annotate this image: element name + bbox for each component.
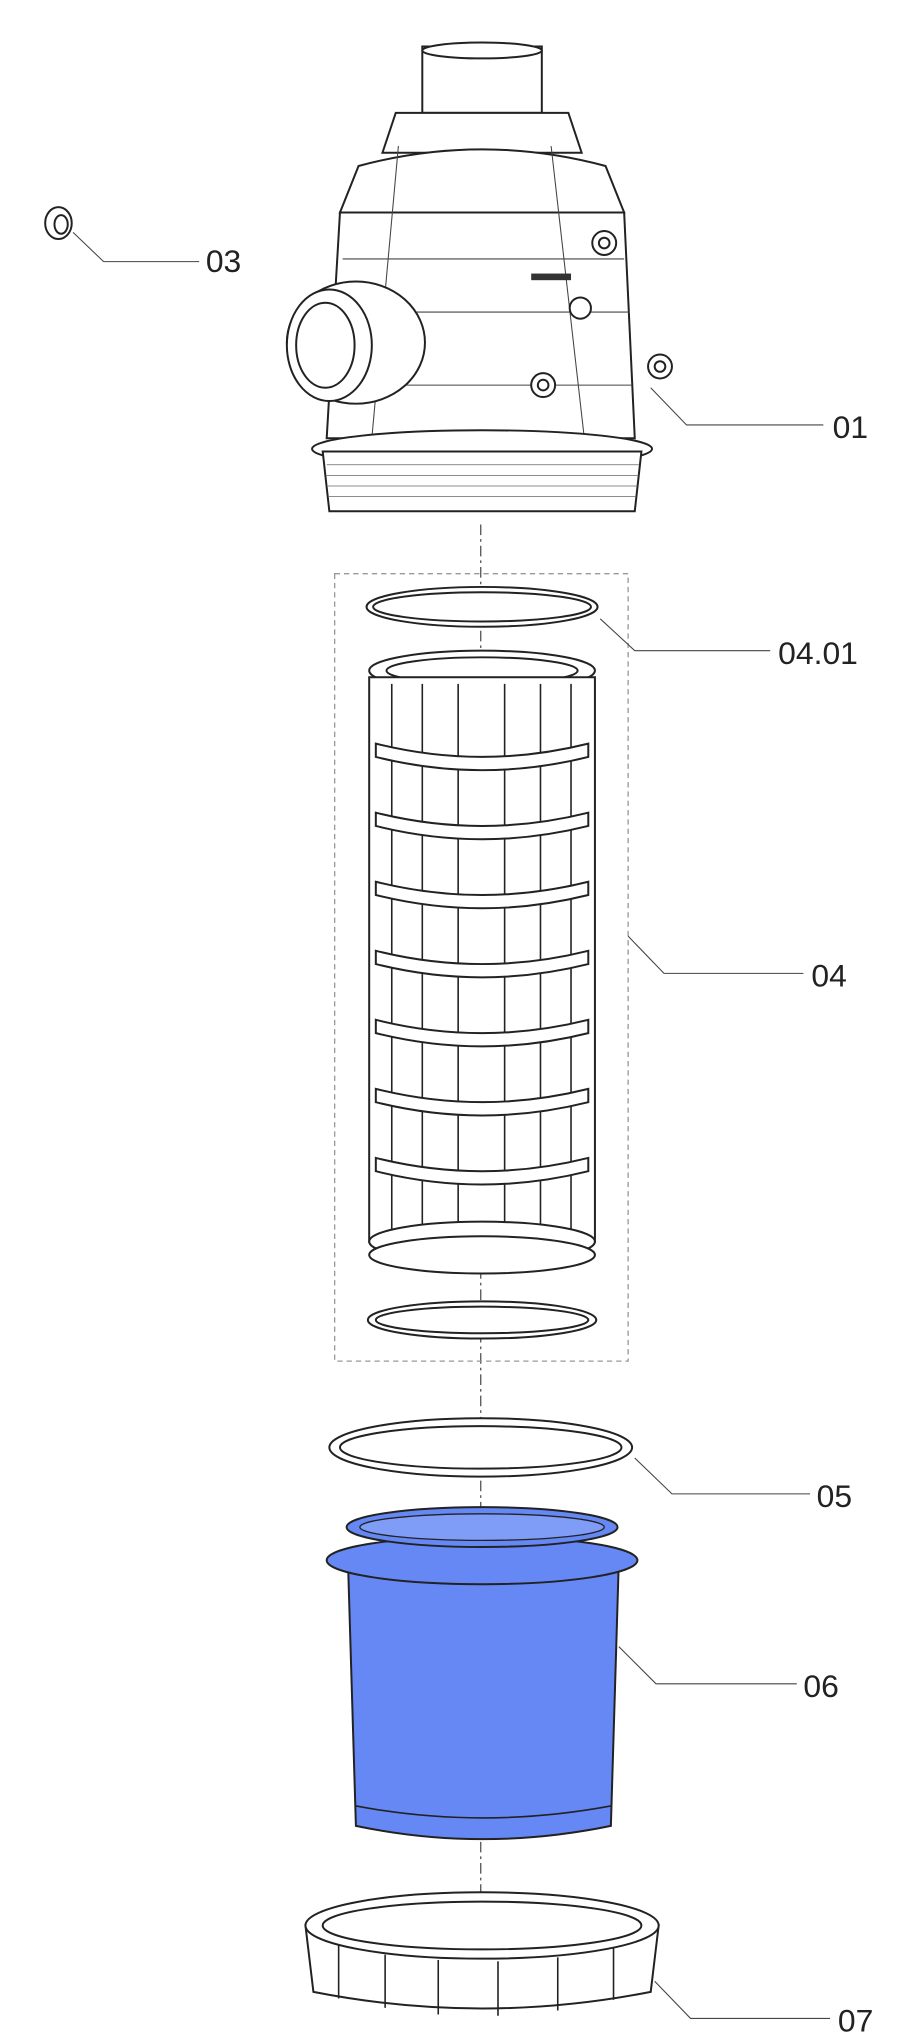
label-04: 04 (811, 958, 846, 994)
part-03-washer (44, 206, 73, 241)
callout-06: 06 (618, 1646, 839, 1704)
label-06: 06 (803, 1668, 838, 1704)
part-01-housing (285, 41, 673, 513)
label-04-01: 04.01 (778, 635, 858, 671)
callout-04: 04 (627, 935, 847, 994)
label-07: 07 (838, 2003, 873, 2039)
label-03: 03 (206, 243, 241, 279)
part-07-ring-nut (304, 1891, 660, 2016)
part-06-bowl (325, 1506, 639, 1841)
part-04-filter-basket (366, 649, 598, 1340)
callout-05: 05 (634, 1457, 852, 1514)
part-05-oring (328, 1417, 634, 1478)
part-04-01-oring (365, 585, 599, 628)
callout-01: 01 (650, 387, 868, 445)
part-04-group-box (333, 572, 629, 1362)
callout-04-01: 04.01 (599, 618, 858, 671)
label-01: 01 (833, 409, 868, 445)
label-05: 05 (817, 1478, 852, 1514)
callout-07: 07 (654, 1980, 873, 2039)
callout-03: 03 (72, 232, 241, 279)
